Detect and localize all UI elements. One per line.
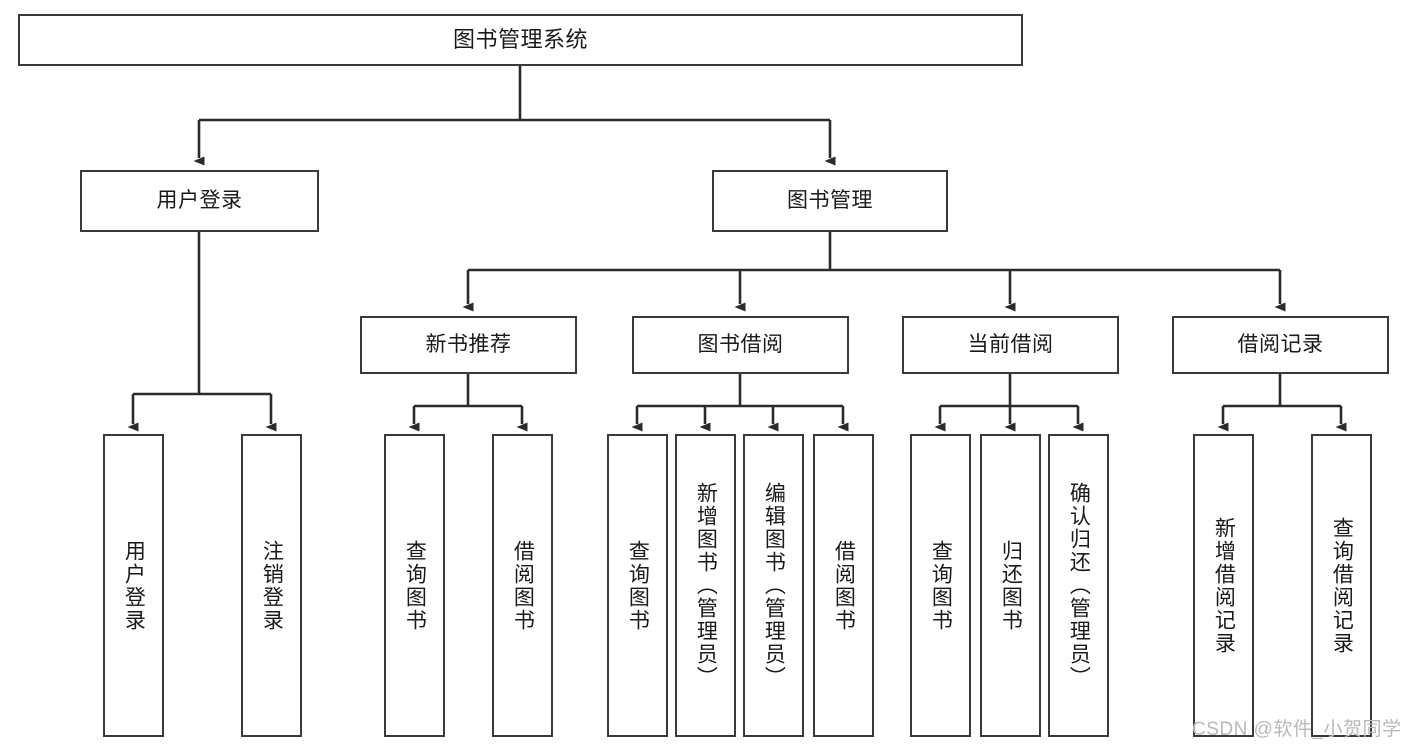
leaf-label: 新增借阅记录 xyxy=(1212,516,1236,655)
node-book-borrow[interactable]: 图书借阅 xyxy=(632,316,849,374)
node-book-management-label: 图书管理 xyxy=(787,188,873,212)
leaf-label: 借阅图书 xyxy=(832,539,856,632)
leaf-book-borrow-query[interactable]: 查询图书 xyxy=(607,434,668,737)
node-new-book-recommend[interactable]: 新书推荐 xyxy=(360,316,577,374)
node-borrow-record-label: 借阅记录 xyxy=(1237,332,1324,356)
leaf-label: 用户登录 xyxy=(122,539,146,632)
leaf-borrow-record-query[interactable]: 查询借阅记录 xyxy=(1311,434,1372,737)
node-borrow-record[interactable]: 借阅记录 xyxy=(1172,316,1389,374)
leaf-book-borrow-edit[interactable]: 编辑图书（管理员） xyxy=(743,434,804,737)
node-book-management[interactable]: 图书管理 xyxy=(712,170,948,232)
leaf-label: 借阅图书 xyxy=(511,539,535,632)
leaf-label: 查询借阅记录 xyxy=(1330,516,1354,655)
leaf-label: 查询图书 xyxy=(403,539,427,632)
leaf-label: 归还图书 xyxy=(999,539,1023,632)
node-current-borrow[interactable]: 当前借阅 xyxy=(902,316,1119,374)
leaf-book-borrow-add[interactable]: 新增图书（管理员） xyxy=(675,434,736,737)
node-new-book-recommend-label: 新书推荐 xyxy=(425,332,512,356)
node-book-borrow-label: 图书借阅 xyxy=(697,332,784,356)
leaf-label: 确认归还（管理员） xyxy=(1067,482,1091,689)
leaf-user-login-login[interactable]: 用户登录 xyxy=(103,434,164,737)
node-root-label: 图书管理系统 xyxy=(452,27,588,53)
leaf-new-book-borrow[interactable]: 借阅图书 xyxy=(492,434,553,737)
node-user-login-label: 用户登录 xyxy=(156,188,243,212)
leaf-current-borrow-query[interactable]: 查询图书 xyxy=(910,434,971,737)
leaf-borrow-record-add[interactable]: 新增借阅记录 xyxy=(1193,434,1254,737)
leaf-new-book-query[interactable]: 查询图书 xyxy=(384,434,445,737)
leaf-label: 查询图书 xyxy=(626,539,650,632)
node-root[interactable]: 图书管理系统 xyxy=(18,14,1023,66)
leaf-current-borrow-confirm-return[interactable]: 确认归还（管理员） xyxy=(1048,434,1109,737)
leaf-current-borrow-return[interactable]: 归还图书 xyxy=(980,434,1041,737)
node-user-login[interactable]: 用户登录 xyxy=(80,170,319,232)
leaf-label: 注销登录 xyxy=(260,539,284,632)
leaf-label: 编辑图书（管理员） xyxy=(762,482,786,689)
leaf-label: 查询图书 xyxy=(929,539,953,632)
leaf-user-login-logout[interactable]: 注销登录 xyxy=(241,434,302,737)
node-current-borrow-label: 当前借阅 xyxy=(967,332,1054,356)
leaf-label: 新增图书（管理员） xyxy=(694,482,718,689)
watermark-text: CSDN @软件_小贺同学 xyxy=(1192,719,1402,740)
leaf-book-borrow-borrow[interactable]: 借阅图书 xyxy=(813,434,874,737)
